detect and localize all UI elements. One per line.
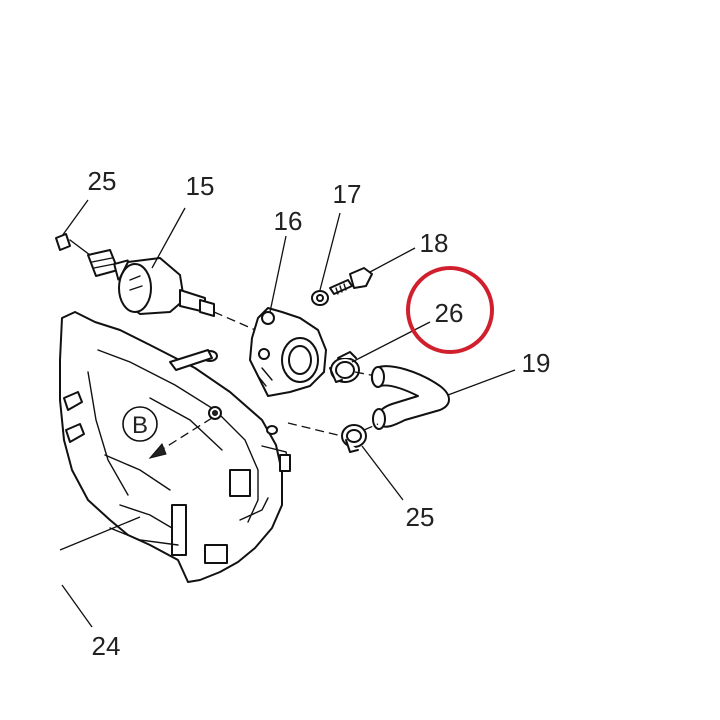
view-marker-label: B: [132, 412, 148, 439]
direction-arrow: [148, 417, 213, 459]
callout-25-bottom: 25: [406, 502, 435, 532]
crankcase-housing: [59, 311, 291, 583]
callout-25-top: 25: [88, 166, 117, 196]
callouts: 25 15 16 17 18 26 19 25 24: [88, 166, 551, 661]
part-25-clamp-lower: [341, 424, 367, 453]
callout-17: 17: [333, 179, 362, 209]
callout-19: 19: [522, 348, 551, 378]
part-15-fitting: [55, 233, 215, 317]
part-16-bracket: [249, 307, 327, 397]
part-19-hose: [370, 365, 450, 430]
callout-16: 16: [274, 206, 303, 236]
view-marker-b: B: [122, 406, 158, 442]
part-26-clamp: [329, 351, 360, 383]
highlight-circle: [406, 266, 494, 354]
part-17-washer: [311, 290, 329, 306]
callout-24: 24: [92, 631, 121, 661]
callout-15: 15: [186, 171, 215, 201]
callout-26: 26: [435, 298, 464, 328]
leader-lines: [59, 199, 516, 628]
part-18-screw: [329, 267, 373, 295]
callout-18: 18: [420, 228, 449, 258]
